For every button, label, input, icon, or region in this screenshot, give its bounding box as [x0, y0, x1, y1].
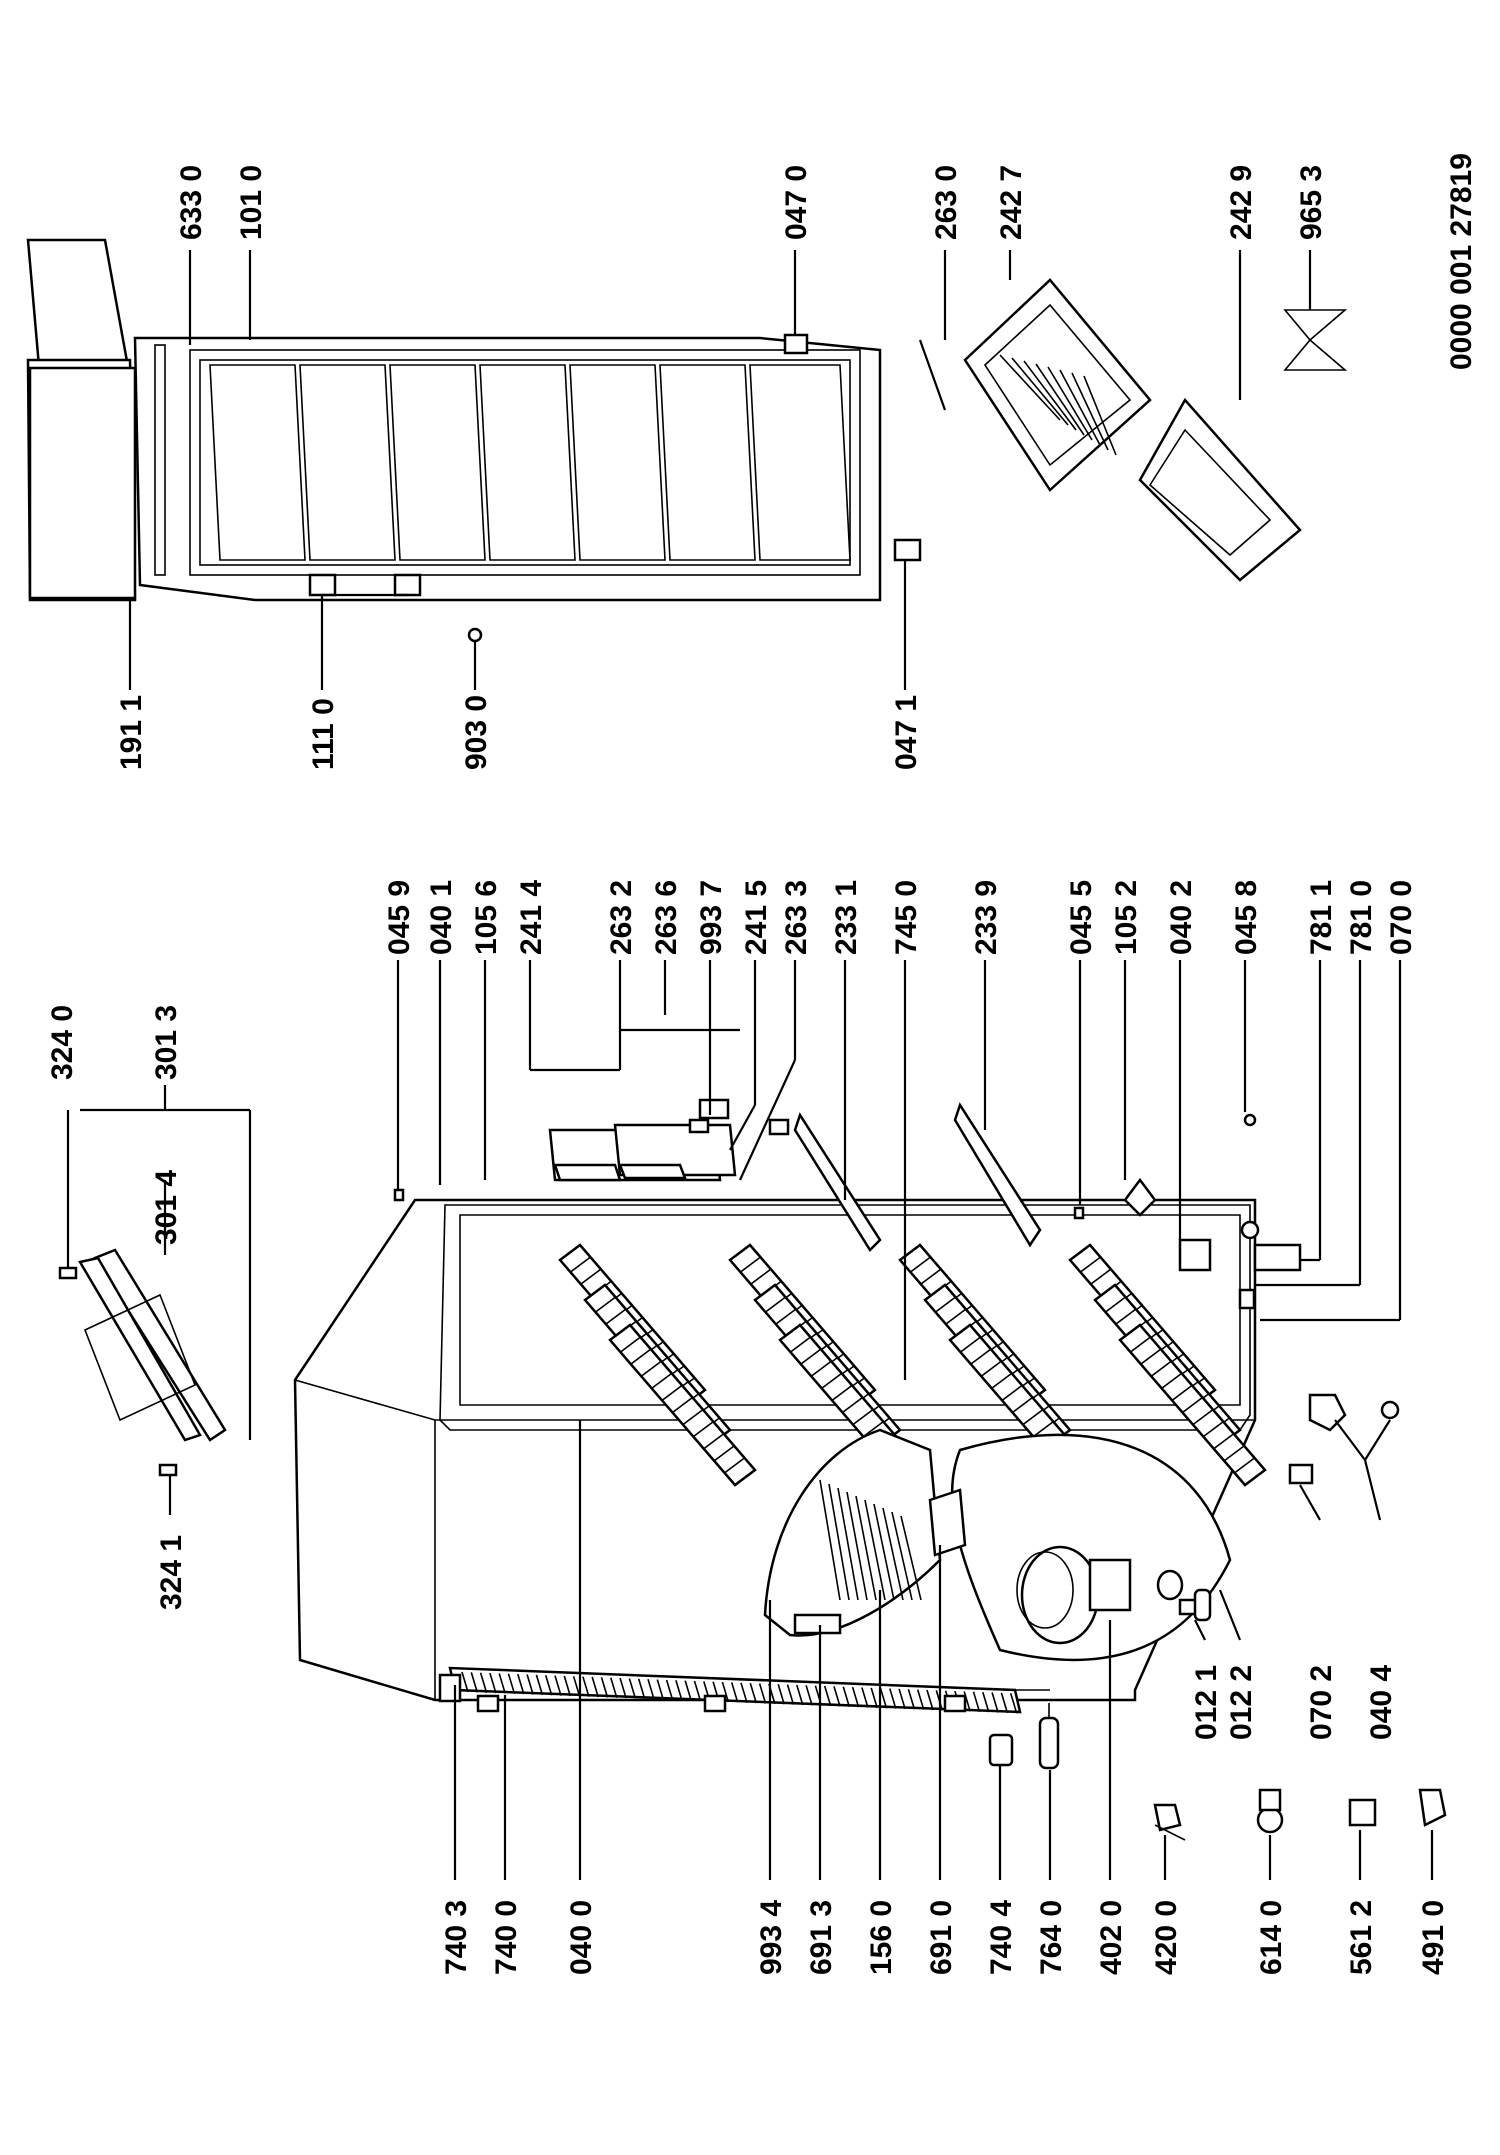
condenser-grid — [438, 1666, 1050, 1714]
part-label: 781 0 — [1345, 880, 1378, 955]
part-label: 263 3 — [780, 880, 813, 955]
part-label: 324 1 — [155, 1535, 188, 1610]
part-label: 045 5 — [1065, 880, 1098, 955]
part-label: 691 0 — [925, 1900, 958, 1975]
part-label: 101 0 — [235, 165, 268, 240]
part-label: 040 1 — [425, 880, 458, 955]
part-label: 781 1 — [1305, 880, 1338, 955]
part-label: 740 0 — [490, 1900, 523, 1975]
document-id: 0000 001 27819 — [1445, 153, 1478, 370]
part-label: 561 2 — [1345, 1900, 1378, 1975]
part-label: 012 1 — [1190, 1665, 1223, 1740]
shelf-basket — [608, 1323, 757, 1487]
part-label: 993 7 — [695, 880, 728, 955]
part-label: 045 8 — [1230, 880, 1263, 955]
compressor-compartment — [950, 1433, 1232, 1662]
part-label: 263 0 — [930, 165, 963, 240]
part-number-labels: 740 3 740 0 040 0 993 4 691 3 156 0 691 … — [46, 153, 1478, 1975]
part-label: 040 4 — [1365, 1665, 1398, 1740]
part-label: 105 6 — [470, 880, 503, 955]
part-label: 156 0 — [865, 1900, 898, 1975]
part-label: 764 0 — [1035, 1900, 1068, 1975]
part-label: 105 2 — [1110, 880, 1143, 955]
part-label: 740 3 — [440, 1900, 473, 1975]
part-label: 402 0 — [1095, 1900, 1128, 1975]
part-label: 012 2 — [1225, 1665, 1258, 1740]
part-label: 111 0 — [307, 698, 340, 770]
part-label: 263 2 — [605, 880, 638, 955]
part-label: 903 0 — [460, 695, 493, 770]
shelf-basket — [1118, 1323, 1267, 1487]
top-flap — [58, 1248, 227, 1477]
part-label: 745 0 — [890, 880, 923, 955]
part-label: 040 0 — [565, 1900, 598, 1975]
part-label: 040 2 — [1165, 880, 1198, 955]
shelf-fronts — [393, 1098, 1302, 1310]
part-label: 491 0 — [1417, 1900, 1450, 1975]
part-label: 301 4 — [150, 1170, 183, 1245]
part-label: 191 1 — [115, 695, 148, 770]
part-label: 614 0 — [1255, 1900, 1288, 1975]
part-label: 045 9 — [383, 880, 416, 955]
part-label: 993 4 — [755, 1900, 788, 1975]
basket-parts — [918, 278, 1348, 582]
part-label: 633 0 — [175, 165, 208, 240]
part-label: 070 2 — [1305, 1665, 1338, 1740]
part-label: 241 4 — [515, 880, 548, 955]
leader-lines — [66, 250, 1434, 1880]
door-assembly — [26, 238, 922, 643]
part-label: 965 3 — [1295, 165, 1328, 240]
part-label: 242 9 — [1225, 165, 1258, 240]
part-label: 301 3 — [150, 1005, 183, 1080]
control-housing — [763, 1428, 967, 1637]
part-label: 691 3 — [805, 1900, 838, 1975]
part-label: 242 7 — [995, 165, 1028, 240]
part-label: 241 5 — [740, 880, 773, 955]
part-label: 047 1 — [890, 695, 923, 770]
part-label: 740 4 — [985, 1900, 1018, 1975]
part-label: 263 6 — [650, 880, 683, 955]
part-label: 233 9 — [970, 880, 1003, 955]
part-label: 070 0 — [1385, 880, 1418, 955]
part-label: 420 0 — [1150, 1900, 1183, 1975]
part-label: 324 0 — [46, 1005, 79, 1080]
part-label: 047 0 — [780, 165, 813, 240]
part-label: 233 1 — [830, 880, 863, 955]
